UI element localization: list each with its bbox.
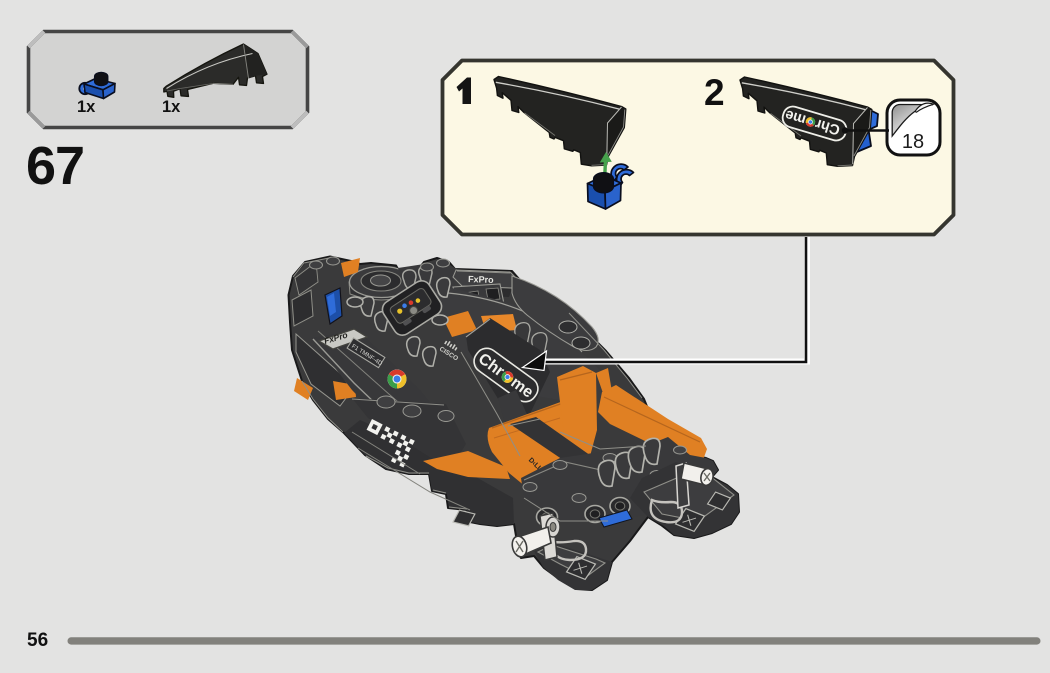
svg-text:56: 56: [27, 630, 48, 651]
svg-text:18: 18: [902, 131, 924, 153]
svg-text:2: 2: [704, 72, 725, 113]
svg-text:1x: 1x: [77, 98, 96, 116]
svg-text:67: 67: [26, 136, 84, 196]
svg-text:FxPro: FxPro: [468, 274, 494, 285]
svg-text:1x: 1x: [162, 98, 181, 116]
svg-text:me: me: [783, 106, 808, 127]
svg-text:Chr: Chr: [813, 115, 842, 138]
